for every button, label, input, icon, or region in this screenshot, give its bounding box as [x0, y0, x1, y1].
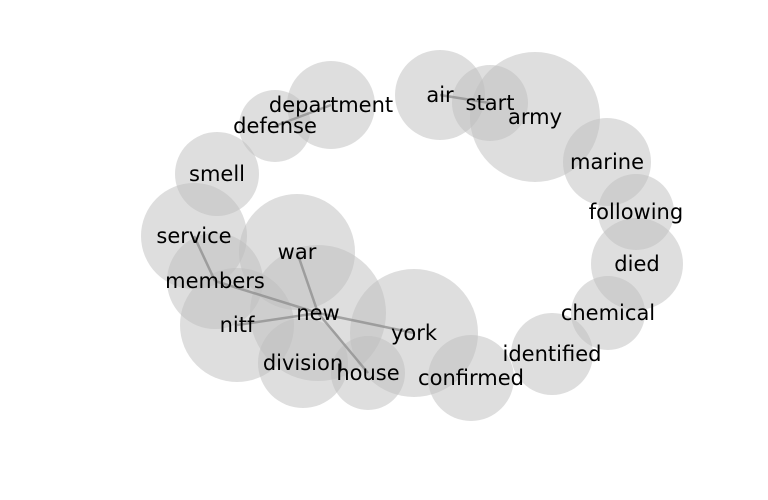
edge-new-nitf	[236, 311, 319, 327]
node-label-confirmed: confirmed	[418, 366, 524, 390]
node-label-died: died	[614, 252, 659, 276]
node-label-following: following	[589, 200, 683, 224]
node-label-house: house	[336, 361, 399, 385]
node-label-york: york	[391, 321, 438, 345]
node-label-identified: identified	[503, 342, 602, 366]
edge-department-defense	[274, 103, 332, 128]
node-label-members: members	[165, 269, 265, 293]
node-label-chemical: chemical	[561, 301, 655, 325]
bubble-identified	[511, 313, 593, 395]
node-label-service: service	[156, 224, 231, 248]
node-label-start: start	[466, 91, 515, 115]
bubble-chemical	[571, 276, 645, 350]
edge-new-york	[317, 311, 415, 335]
node-label-department: department	[269, 93, 393, 117]
edge-service-members	[192, 235, 217, 282]
node-label-new: new	[296, 301, 339, 325]
node-label-marine: marine	[570, 150, 644, 174]
node-label-army: army	[508, 105, 562, 129]
bubble-confirmed	[428, 335, 514, 421]
edges-layer	[192, 93, 491, 374]
node-label-air: air	[426, 83, 454, 107]
node-label-division: division	[263, 351, 343, 375]
node-label-defense: defense	[233, 114, 317, 138]
edge-war-new	[295, 251, 320, 314]
node-label-nitf: nitf	[220, 313, 255, 337]
edge-members-new	[214, 279, 319, 315]
edge-new-house	[317, 312, 369, 374]
node-label-war: war	[278, 240, 317, 264]
node-label-smell: smell	[189, 162, 245, 186]
bubble-division	[258, 318, 348, 408]
edge-air-start	[439, 93, 491, 105]
